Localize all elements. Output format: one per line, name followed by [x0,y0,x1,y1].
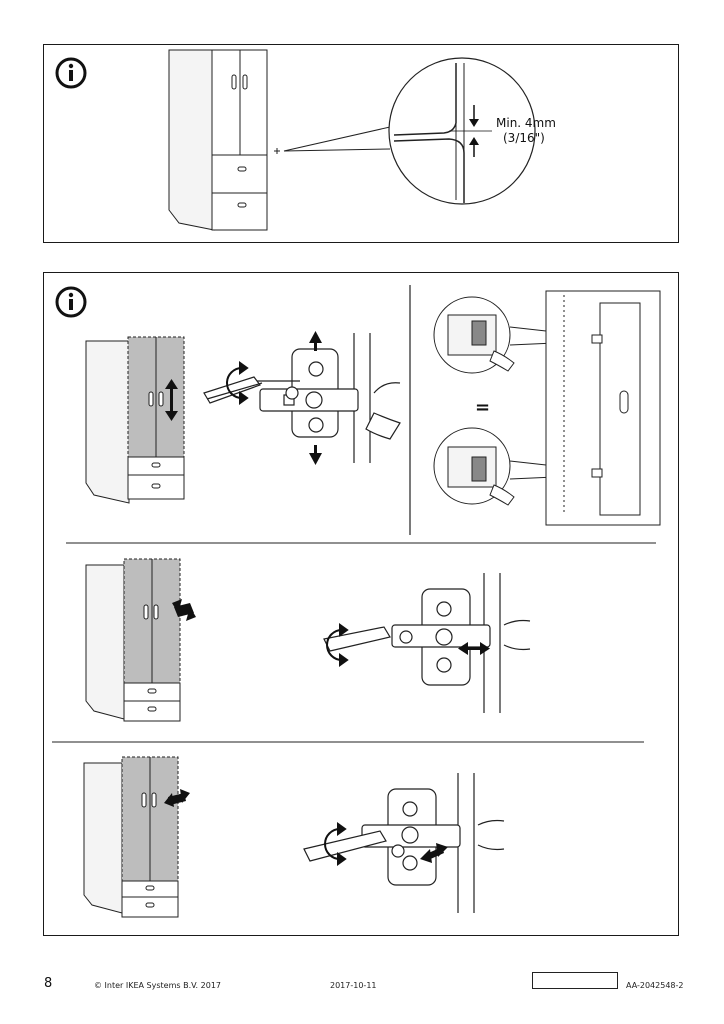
double-arrow-icon [164,789,190,807]
copyright-text: © Inter IKEA Systems B.V. 2017 [94,981,221,990]
hinge-side-adjust [303,773,505,913]
rotate-screwdriver-icon [226,361,249,405]
main-panel-illustration: = [52,285,661,918]
hinge-alignment-detail [433,290,661,526]
main-info-panel: = [43,272,679,936]
wardrobe-illustration [168,49,280,231]
rotate-screwdriver-icon [326,623,349,667]
wardrobe-side-adjust [83,756,179,918]
double-arrow-icon [458,642,490,655]
hinge-depth-adjust [323,573,531,713]
date-text: 2017-10-11 [330,981,377,990]
footer-blank-box [532,972,618,989]
equals-sign: = [475,397,490,418]
double-arrow-icon [309,331,322,465]
hinge-vertical-adjust [203,333,401,463]
top-panel-illustration [55,49,536,231]
double-arrow-icon [165,379,178,421]
double-arrow-icon [172,599,196,621]
double-arrow-icon [420,843,448,863]
document-id: AA-2042548-2 [626,981,684,990]
min-gap-imperial-label: (3/16") [503,131,545,145]
info-icon [55,286,87,318]
wardrobe-vertical-adjust [85,336,185,504]
wardrobe-depth-adjust [85,558,181,722]
top-info-panel: Min. 4mm (3/16") [43,44,679,243]
page-number: 8 [44,976,53,991]
rotate-screwdriver-icon [324,822,347,866]
double-arrow-icon [449,105,492,157]
min-gap-label: Min. 4mm [496,116,556,130]
info-icon [55,57,87,89]
